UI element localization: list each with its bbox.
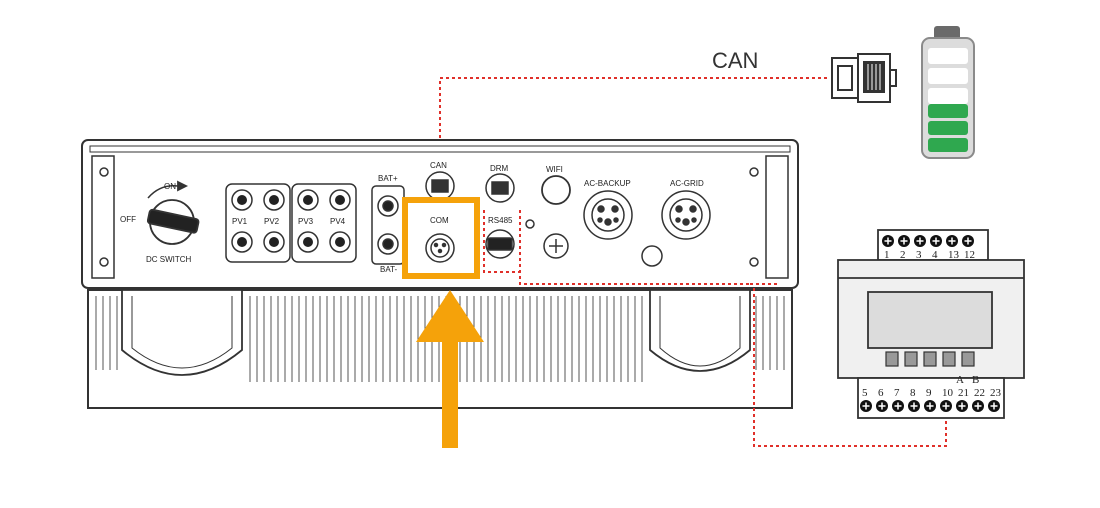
meter-button	[961, 351, 975, 367]
pv4-label: PV4	[330, 217, 346, 226]
drm-port	[485, 173, 515, 203]
rs485-meter-cable	[483, 210, 947, 447]
terminal-label: 12	[964, 249, 975, 261]
bat-positive-label: BAT+	[378, 174, 398, 183]
wifi-port	[541, 175, 571, 205]
terminal-label: 8	[910, 387, 916, 399]
pv-connector-pin	[269, 195, 279, 205]
drm-port-label: DRM	[490, 164, 509, 173]
terminal-label: 22	[974, 387, 985, 399]
terminal-label: 4	[932, 249, 938, 261]
wifi-port-label: WIFI	[546, 165, 563, 174]
meter-buttons	[885, 351, 975, 367]
can-cable	[430, 77, 830, 163]
meter-button	[885, 351, 899, 367]
meter-button	[904, 351, 918, 367]
meter-top-terminals	[882, 235, 974, 247]
meter-label-a: A	[956, 374, 964, 386]
terminal-label: 23	[990, 387, 1002, 399]
meter-button	[942, 351, 956, 367]
terminal-label: 10	[942, 387, 954, 399]
terminal-label: 1	[884, 249, 890, 261]
pv2-label: PV2	[264, 217, 280, 226]
dc-switch-on-label: ON	[164, 182, 176, 191]
can-port	[425, 171, 455, 201]
can-port-label: CAN	[430, 161, 447, 170]
pv-connector-pin	[335, 195, 345, 205]
pv-connector-pin	[335, 237, 345, 247]
rj45-connector-icon	[831, 53, 897, 103]
ac-backup-port	[583, 190, 633, 240]
pv1-label: PV1	[232, 217, 248, 226]
arrow-up-icon	[416, 290, 484, 448]
terminal-label: 9	[926, 387, 932, 399]
terminal-label: 13	[948, 249, 960, 261]
terminal-label: 21	[958, 387, 969, 399]
battery-icon	[921, 26, 975, 159]
pv-connector-pin	[237, 237, 247, 247]
pressure-vent	[641, 245, 663, 267]
fan-guards	[121, 289, 751, 376]
rs485-port-label: RS485	[488, 216, 513, 225]
terminal-label: 7	[894, 387, 900, 399]
pv-connector-pin	[303, 237, 313, 247]
ac-grid-label: AC-GRID	[670, 179, 704, 188]
pv-connector-pin	[303, 195, 313, 205]
com-port	[425, 233, 455, 263]
bat-negative-label: BAT-	[380, 265, 398, 274]
terminal-label: 6	[878, 387, 884, 399]
terminal-label: 3	[916, 249, 922, 261]
dc-switch-off-label: OFF	[120, 215, 136, 224]
meter-bottom-terminals	[860, 400, 1000, 412]
ac-grid-port	[661, 190, 711, 240]
com-port-highlight	[402, 197, 480, 279]
ac-backup-label: AC-BACKUP	[584, 179, 631, 188]
pv-connector-pin	[237, 195, 247, 205]
pv-connectors	[231, 189, 351, 253]
terminal-label: 2	[900, 249, 906, 261]
battery-ports	[371, 185, 405, 265]
dc-switch-label: DC SWITCH	[146, 255, 192, 264]
rs485-port	[485, 219, 535, 259]
com-port-label: COM	[430, 216, 449, 225]
terminal-label: 5	[862, 387, 868, 399]
meter-label-b: B	[972, 374, 979, 386]
meter-button	[923, 351, 937, 367]
ground-screw	[543, 233, 569, 259]
pv3-label: PV3	[298, 217, 314, 226]
can-cable-label: CAN	[712, 48, 758, 73]
pv-connector-pin	[269, 237, 279, 247]
dc-switch	[146, 180, 200, 245]
